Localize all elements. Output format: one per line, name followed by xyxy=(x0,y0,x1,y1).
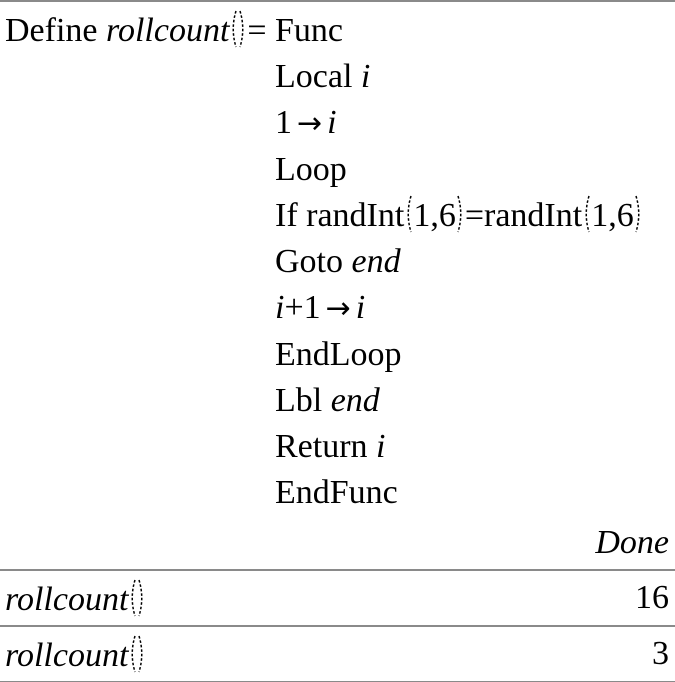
code-text: i xyxy=(275,289,285,326)
history-expression[interactable]: rollcount xyxy=(5,578,146,619)
program-code-line: Goto end xyxy=(5,239,669,285)
program-code-line: EndLoop xyxy=(5,332,669,378)
paren-close-icon xyxy=(456,194,465,234)
history-expression[interactable]: rollcount xyxy=(5,634,146,675)
code-text: = xyxy=(247,12,267,49)
code-text: Return xyxy=(275,428,377,465)
program-code-line: Return i xyxy=(5,424,669,470)
code-text: =randInt xyxy=(464,197,583,234)
code-text: i xyxy=(355,289,366,326)
code-text: end xyxy=(330,382,380,419)
history-result[interactable]: 3 xyxy=(652,635,669,672)
code-text: i xyxy=(376,428,386,465)
paren-close-icon xyxy=(137,634,146,674)
program-code-line: 1→i xyxy=(5,100,669,147)
history-entry[interactable]: rollcount 3 xyxy=(0,627,675,681)
entry-divider xyxy=(0,569,675,571)
program-code-line: Loop xyxy=(5,147,669,193)
paren-close-icon xyxy=(634,194,643,234)
paren-open-icon xyxy=(128,578,137,618)
store-arrow: → xyxy=(325,291,351,326)
define-prefix: Define rollcount = xyxy=(5,8,275,54)
code-text: Loop xyxy=(275,151,347,188)
program-code-line: Lbl end xyxy=(5,378,669,424)
code-text: Define xyxy=(5,12,107,49)
code-text: i xyxy=(327,104,337,141)
code-text: 1,6 xyxy=(413,197,456,234)
code-text: rollcount xyxy=(5,636,129,674)
history-entry[interactable]: rollcount 16 xyxy=(0,571,675,625)
code-text: Func xyxy=(275,12,343,49)
program-code-line: i+1→i xyxy=(5,285,669,332)
program-result-done: Done xyxy=(595,524,669,561)
program-code-line: EndFunc xyxy=(5,470,669,516)
entry-divider xyxy=(0,625,675,627)
paren-open-icon xyxy=(404,194,413,234)
code-text: Lbl xyxy=(275,382,331,419)
program-code-line: Define rollcount =Func xyxy=(5,8,669,54)
paren-open-icon xyxy=(582,194,591,234)
code-text: i xyxy=(360,58,371,95)
paren-open-icon xyxy=(229,9,238,49)
program-code-line: Local i xyxy=(5,54,669,100)
code-text: Local xyxy=(275,58,361,95)
code-text: +1 xyxy=(284,289,321,326)
code-text: rollcount xyxy=(5,580,129,618)
paren-close-icon xyxy=(238,9,247,49)
code-text: end xyxy=(351,243,401,280)
code-text: rollcount xyxy=(106,12,230,49)
code-text: 1 xyxy=(275,104,292,141)
history-rows: rollcount 16 rollcount 3 xyxy=(0,569,675,682)
paren-open-icon xyxy=(128,634,137,674)
history-result[interactable]: 16 xyxy=(635,579,669,616)
code-text: EndFunc xyxy=(275,474,398,511)
code-text: If randInt xyxy=(275,197,405,234)
store-arrow: → xyxy=(297,106,323,141)
code-text: 1,6 xyxy=(591,197,634,234)
paren-close-icon xyxy=(137,578,146,618)
code-text: Goto xyxy=(275,243,352,280)
program-result-line[interactable]: Done xyxy=(0,520,675,566)
code-text: EndLoop xyxy=(275,336,402,373)
